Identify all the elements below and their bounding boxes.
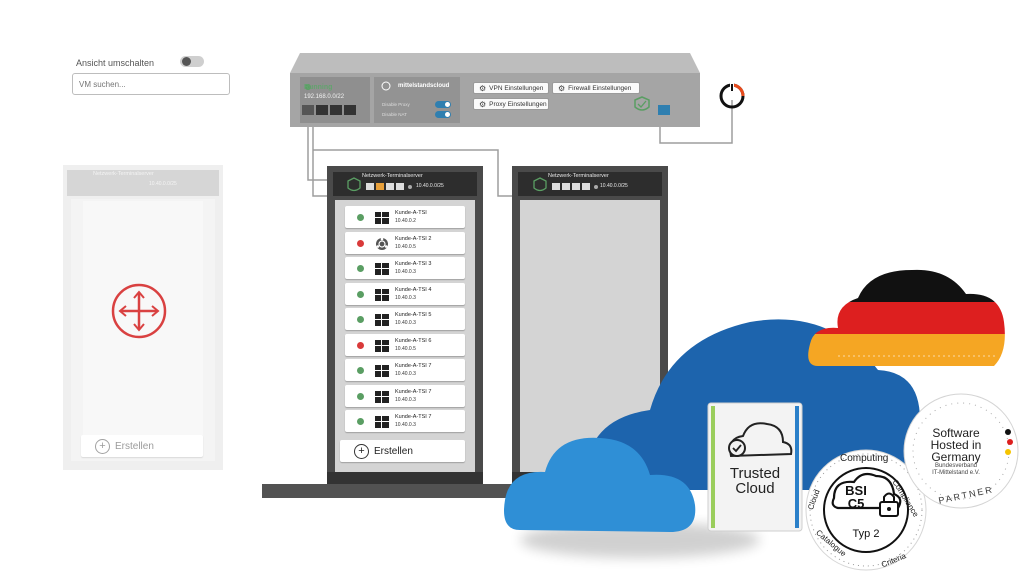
- rack-ghost-ip: 10.40.0.0/25: [149, 181, 177, 187]
- vpn-settings-label: VPN Einstellungen: [489, 84, 544, 92]
- rack-second-ip: 10.40.0.0/25: [600, 183, 628, 189]
- server-name: Kunde-A-TSI: [395, 210, 427, 216]
- bsi-type: Typ 2: [852, 528, 880, 540]
- disable-nat-switch[interactable]: [435, 111, 451, 118]
- software-hosted-badge: [903, 393, 1019, 509]
- server-row[interactable]: Kunde-A-TSI 7 10.40.0.3: [345, 410, 465, 432]
- main-create-label: Erstellen: [374, 445, 413, 457]
- router-status: Running: [304, 84, 333, 91]
- vpn-settings-button[interactable]: ⚙VPN Einstellungen: [473, 82, 549, 94]
- server-name: Kunde-A-TSI 7: [395, 388, 432, 395]
- view-toggle-label: Ansicht umschalten: [76, 58, 155, 68]
- server-name: Kunde-A-TSI 7: [395, 414, 432, 420]
- rack-main-ip: 10.40.0.0/25: [416, 183, 444, 189]
- toggle-knob: [182, 57, 191, 66]
- firewall-settings-button[interactable]: ⚙Firewall Einstellungen: [552, 82, 640, 94]
- server-name: Kunde-A-TSI 7: [395, 363, 432, 369]
- server-name: Kunde-A-TSI 4: [395, 286, 432, 293]
- view-toggle-switch[interactable]: [180, 56, 204, 67]
- server-ip: 10.40.0.3: [395, 396, 416, 403]
- router-hostname: mittelstandscloud: [398, 83, 450, 89]
- server-ip: 10.40.0.2: [395, 218, 416, 224]
- move-icon[interactable]: [110, 282, 168, 340]
- ghost-create-label: Erstellen: [115, 440, 154, 452]
- main-create-button[interactable]: + Erstellen: [340, 440, 465, 462]
- proxy-settings-button[interactable]: ⚙Proxy Einstellungen: [473, 98, 549, 110]
- status-dot: [357, 418, 364, 425]
- proxy-settings-label: Proxy Einstellungen: [489, 100, 547, 108]
- status-dot: [357, 341, 364, 349]
- windows-icon: [375, 211, 389, 224]
- server-ip: 10.40.0.5: [395, 345, 416, 352]
- trusted-cloud-badge: [707, 402, 803, 532]
- server-name: Kunde-A-TSI 6: [395, 337, 432, 344]
- server-ip: 10.40.0.5: [395, 243, 416, 250]
- gear-icon: ⚙: [479, 83, 487, 93]
- power-icon[interactable]: [718, 82, 746, 110]
- plus-icon: +: [354, 443, 369, 459]
- firewall-settings-label: Firewall Einstellungen: [568, 84, 632, 92]
- german-flag-cloud-icon: [808, 269, 1005, 367]
- ubuntu-icon: [375, 237, 389, 250]
- server-ip: 10.40.0.3: [395, 422, 416, 428]
- server-row[interactable]: Kunde-A-TSI 5 10.40.0.3: [345, 308, 465, 330]
- vm-search-input[interactable]: [72, 73, 230, 95]
- server-row[interactable]: Kunde-A-TSI 10.40.0.2: [345, 206, 465, 228]
- status-dot: [357, 367, 364, 374]
- server-ip: 10.40.0.3: [395, 269, 416, 275]
- rack-ghost-frame: [63, 165, 223, 470]
- ghost-create-button[interactable]: + Erstellen: [81, 435, 203, 457]
- server-name: Kunde-A-TSI 2: [395, 235, 432, 242]
- bsi-c5-badge: [805, 449, 927, 571]
- server-ip: 10.40.0.3: [395, 320, 416, 326]
- status-dot: [357, 265, 364, 272]
- windows-icon: [375, 262, 389, 275]
- software-hosted-text: Software Hosted in Germany Bundesverband…: [930, 426, 982, 476]
- rack-floor: [262, 484, 562, 498]
- server-ip: 10.40.0.3: [395, 294, 416, 301]
- windows-icon: [375, 339, 389, 352]
- server-name: Kunde-A-TSI 5: [395, 312, 432, 318]
- windows-icon: [375, 415, 389, 428]
- rack-ghost-label: Netzwerk-Terminalserver: [93, 171, 154, 177]
- status-dot: [357, 290, 364, 298]
- status-dot: [357, 392, 364, 400]
- disable-proxy-switch[interactable]: [435, 101, 451, 108]
- status-dot: [357, 316, 364, 323]
- windows-icon: [375, 288, 389, 301]
- server-row[interactable]: Kunde-A-TSI 7 10.40.0.3: [345, 359, 465, 381]
- rack-second-label: Netzwerk-Terminalserver: [548, 173, 609, 179]
- windows-icon: [375, 364, 389, 377]
- disable-nat-label: Disable NAT: [382, 112, 407, 117]
- windows-icon: [375, 313, 389, 326]
- disable-proxy-label: Disable Proxy: [382, 102, 410, 107]
- rack-ghost[interactable]: Netzwerk-Terminalserver 10.40.0.0/25 + E…: [63, 165, 223, 470]
- server-ip: 10.40.0.3: [395, 371, 416, 377]
- status-dot: [357, 239, 364, 247]
- bsi-ring-top: Computing: [840, 453, 889, 464]
- windows-icon: [375, 390, 389, 403]
- server-name: Kunde-A-TSI 3: [395, 261, 432, 267]
- status-dot: [357, 214, 364, 221]
- gear-icon: ⚙: [558, 83, 566, 93]
- router-ip: 192.168.0.0/22: [304, 94, 345, 100]
- rack-main-label: Netzwerk-Terminalserver: [362, 173, 423, 179]
- gear-icon: ⚙: [479, 99, 487, 109]
- server-row[interactable]: Kunde-A-TSI 3 10.40.0.3: [345, 257, 465, 279]
- plus-icon: +: [95, 438, 110, 454]
